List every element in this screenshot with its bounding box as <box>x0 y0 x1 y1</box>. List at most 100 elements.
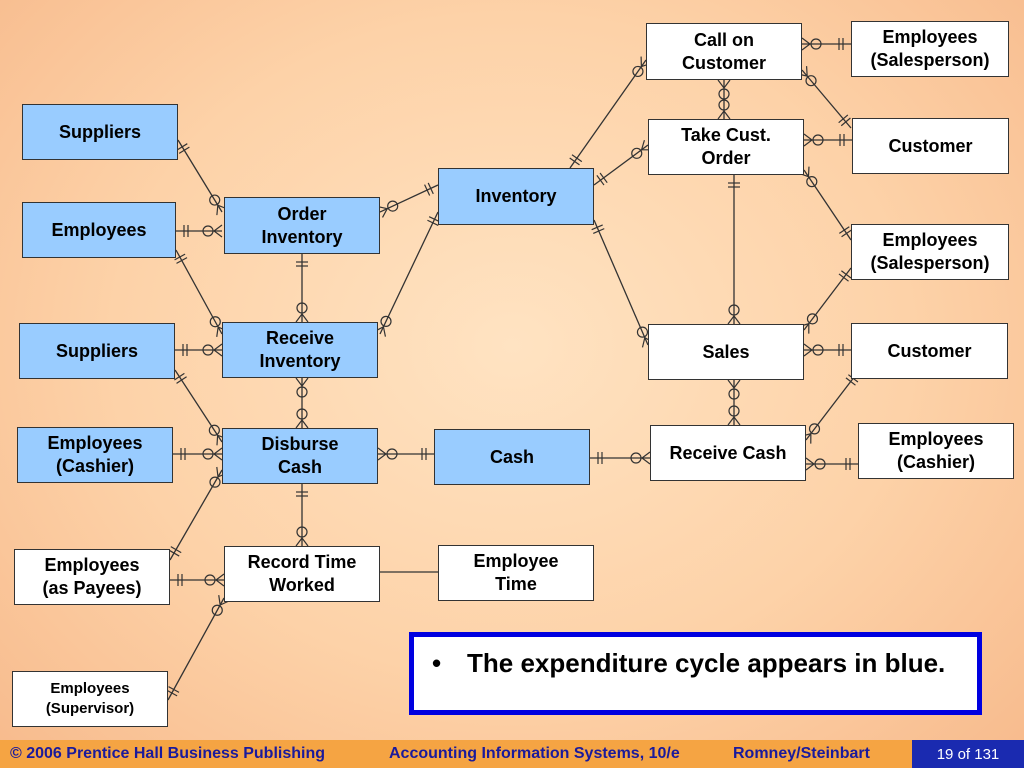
entity-employees-salesperson-top: Employees (Salesperson) <box>851 21 1009 77</box>
entity-employees-salesperson-mid: Employees (Salesperson) <box>851 224 1009 280</box>
one-marker <box>178 146 190 154</box>
resource-employee-time: Employee Time <box>438 545 594 601</box>
one-marker <box>427 182 434 195</box>
optional-marker <box>806 313 819 325</box>
crowfoot-marker <box>727 416 741 426</box>
event-receive-inventory: Receive Inventory <box>222 322 378 378</box>
crowfoot-marker <box>377 447 387 461</box>
one-marker <box>838 226 850 234</box>
event-call-on-customer: Call on Customer <box>646 23 802 80</box>
event-take-cust-order: Take Cust. Order <box>648 119 804 175</box>
slide-number: 19 of 131 <box>912 740 1024 768</box>
footer-bar: © 2006 Prentice Hall Business Publishing… <box>0 740 1024 768</box>
crowfoot-marker <box>295 537 309 547</box>
crowfoot-marker <box>803 343 813 357</box>
crowfoot-marker <box>295 419 309 429</box>
crowfoot-marker <box>213 343 223 357</box>
one-marker <box>571 154 583 163</box>
one-marker <box>166 689 178 697</box>
one-marker <box>838 114 849 124</box>
entity-employees-payees: Employees (as Payees) <box>14 549 170 605</box>
one-marker <box>168 549 180 557</box>
one-marker <box>845 377 856 386</box>
relationship-line <box>167 597 225 701</box>
optional-marker <box>806 176 818 188</box>
optional-marker <box>209 476 221 488</box>
optional-marker <box>632 65 644 78</box>
relationship-line <box>593 219 649 346</box>
crowfoot-marker <box>801 37 811 51</box>
crowfoot-marker <box>295 313 309 323</box>
crowfoot-marker <box>377 205 389 218</box>
resource-cash: Cash <box>434 429 590 485</box>
one-marker <box>599 172 608 184</box>
entity-suppliers-mid: Suppliers <box>19 323 175 379</box>
relationship-line <box>593 144 649 186</box>
er-diagram: Suppliers Employees Order Inventory Inve… <box>12 21 1014 727</box>
note-box: • The expenditure cycle appears in blue. <box>409 632 982 715</box>
optional-marker <box>211 604 223 616</box>
relationship-line <box>803 267 852 331</box>
one-marker <box>176 143 188 151</box>
one-marker <box>170 546 182 554</box>
entity-suppliers-top: Suppliers <box>22 104 178 160</box>
one-marker <box>838 273 849 282</box>
relationship-line <box>177 139 223 213</box>
crowfoot-marker <box>641 451 651 465</box>
relationship-line <box>569 59 647 169</box>
one-marker <box>841 229 852 238</box>
event-record-time-worked: Record Time Worked <box>224 546 380 602</box>
one-marker <box>176 257 188 264</box>
optional-marker <box>209 194 221 206</box>
optional-marker <box>387 200 399 212</box>
relationship-line <box>803 169 852 241</box>
optional-marker <box>805 75 817 87</box>
crowfoot-marker <box>218 595 230 606</box>
crowfoot-marker <box>727 315 741 325</box>
one-marker <box>427 219 439 226</box>
optional-marker <box>209 316 221 328</box>
one-marker <box>174 372 185 381</box>
relationship-line <box>169 469 223 561</box>
entity-employees-cashier-left: Employees (Cashier) <box>17 427 173 483</box>
one-marker <box>840 117 851 127</box>
resource-inventory: Inventory <box>438 168 594 225</box>
event-disburse-cash: Disburse Cash <box>222 428 378 484</box>
entity-employees-supervisor: Employees (Supervisor) <box>12 671 168 727</box>
one-marker <box>176 376 187 384</box>
relationship-line <box>801 69 852 129</box>
one-marker <box>174 253 186 261</box>
one-marker <box>591 224 603 231</box>
entity-employees: Employees <box>22 202 176 258</box>
one-marker <box>841 270 852 279</box>
one-marker <box>168 686 180 693</box>
footer-copyright: © 2006 Prentice Hall Business Publishing <box>10 745 326 762</box>
crowfoot-marker <box>717 79 731 89</box>
crowfoot-marker <box>805 457 815 471</box>
optional-marker <box>208 424 220 436</box>
footer-authors: Romney/Steinbart <box>733 745 870 762</box>
one-marker <box>596 175 605 186</box>
bullet-icon: • <box>432 648 442 678</box>
relationship-line <box>805 371 859 441</box>
optional-marker <box>636 326 649 338</box>
event-sales: Sales <box>648 324 804 380</box>
crowfoot-marker <box>727 379 741 389</box>
relationship-line <box>379 184 439 213</box>
event-order-inventory: Order Inventory <box>224 197 380 254</box>
note-text: The expenditure cycle appears in blue. <box>467 648 946 678</box>
crowfoot-marker <box>213 447 223 461</box>
entity-customer-top: Customer <box>852 118 1009 174</box>
one-marker <box>593 228 605 234</box>
one-marker <box>569 157 580 166</box>
crowfoot-marker <box>215 573 225 587</box>
optional-marker <box>808 423 821 435</box>
optional-marker <box>631 147 643 159</box>
entity-employees-cashier-right: Employees (Cashier) <box>858 423 1014 479</box>
relationship-line <box>175 249 223 335</box>
optional-marker <box>380 315 392 327</box>
crowfoot-marker <box>295 377 309 387</box>
relationship-line <box>379 211 439 335</box>
one-marker <box>424 184 431 196</box>
crowfoot-marker <box>803 133 813 147</box>
